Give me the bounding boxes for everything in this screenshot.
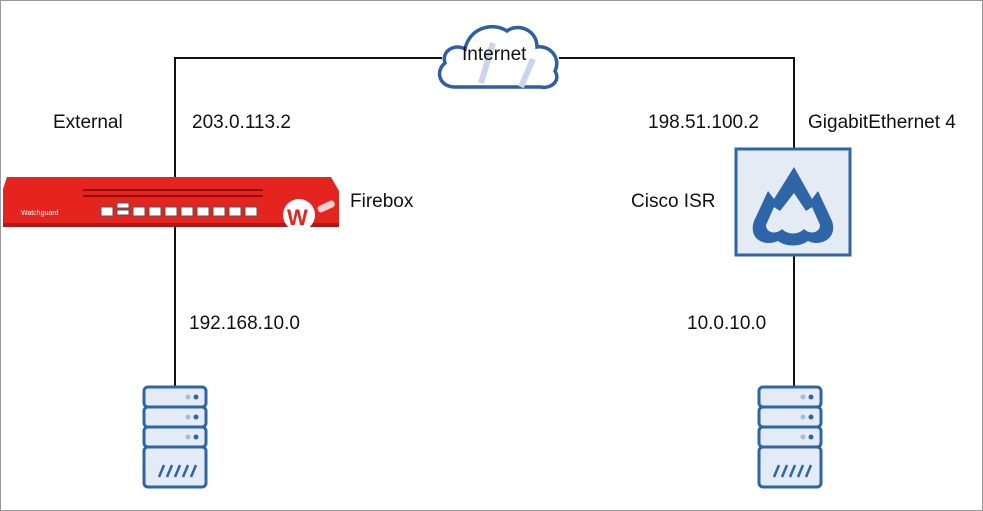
firebox-ip-label: 203.0.113.2 [192, 112, 291, 133]
svg-text:W: W [287, 205, 308, 230]
cisco-router-icon [734, 147, 852, 257]
firebox-lan-label: 192.168.10.0 [189, 313, 300, 334]
lan-server-right-icon [757, 385, 823, 489]
internet-label: Internet [462, 44, 527, 65]
cisco-label: Cisco ISR [631, 191, 716, 212]
link-internet-left [174, 57, 442, 59]
firebox-label: Firebox [350, 191, 414, 212]
cisco-lan-label: 10.0.10.0 [687, 313, 767, 334]
link-cisco-wan [793, 57, 795, 149]
link-firebox-lan [174, 227, 176, 387]
external-label: External [53, 112, 123, 133]
cisco-ip-label: 198.51.100.2 [648, 112, 759, 133]
link-internet-right [559, 57, 795, 59]
cisco-interface-label: GigabitEthernet 4 [808, 112, 956, 133]
firebox-appliance-icon: W Watchguard [3, 177, 339, 231]
link-cisco-lan [793, 255, 795, 387]
internet-cloud-icon [437, 25, 559, 90]
svg-text:Watchguard: Watchguard [21, 210, 59, 217]
link-firebox-wan [174, 57, 176, 177]
lan-server-left-icon [142, 385, 208, 489]
